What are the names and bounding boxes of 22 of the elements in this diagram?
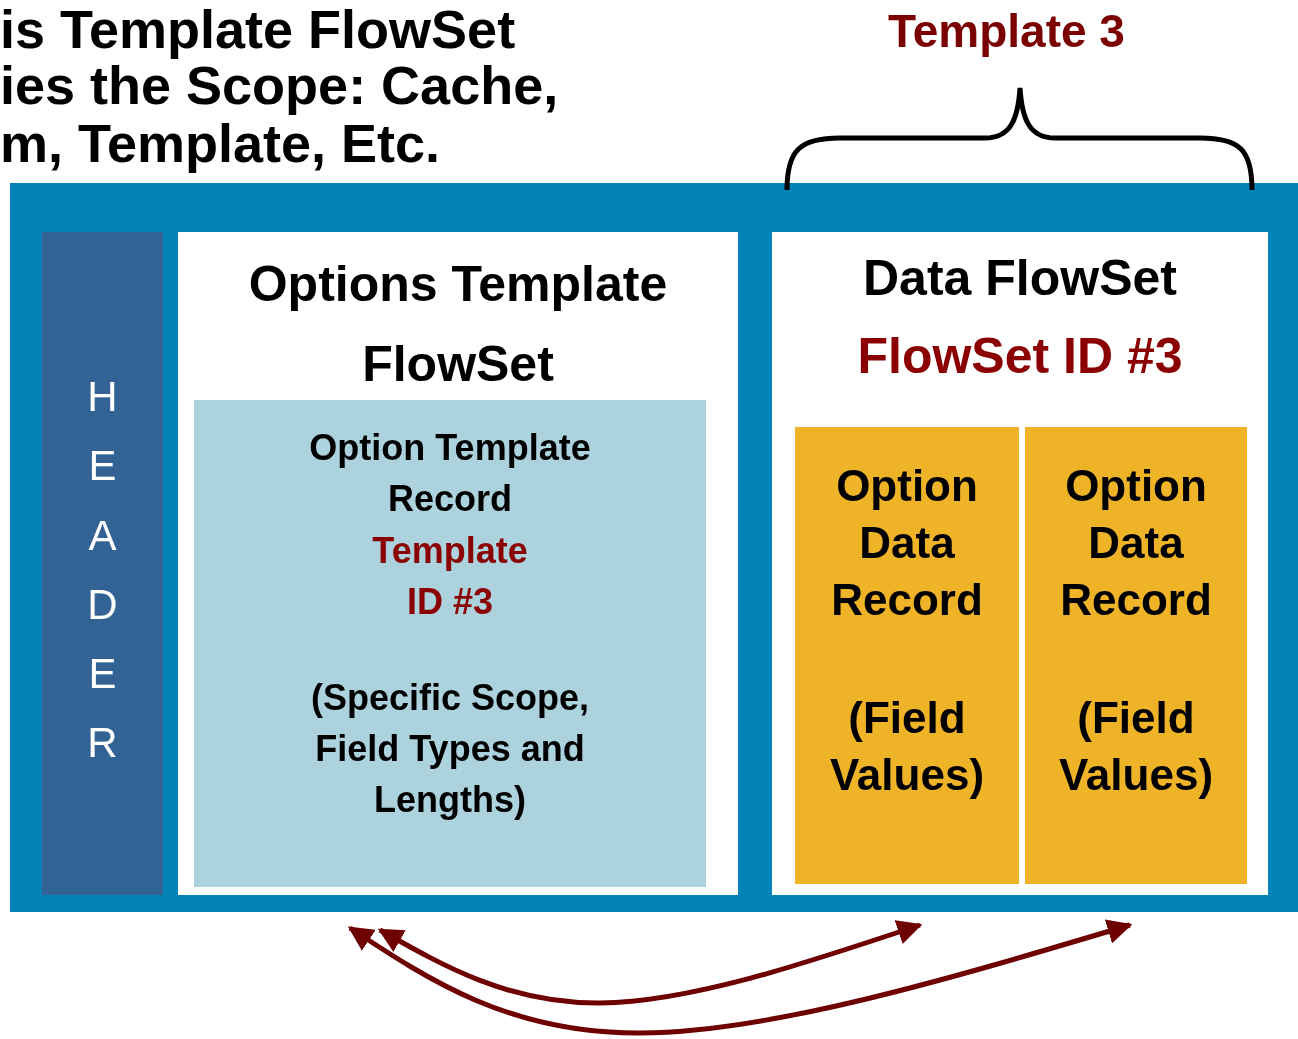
box-text: Data FlowSet — [862, 249, 1178, 308]
box-text: (Specific Scope, Field Types and Lengths) — [309, 676, 591, 823]
box-text: Option Data Record — [1059, 460, 1213, 627]
title-text: is Template FlowSet — [0, 0, 516, 60]
record-box — [795, 427, 1019, 884]
flowset-box — [178, 232, 738, 895]
flowset-box — [772, 232, 1268, 895]
box-text: Option Data Record — [830, 460, 984, 627]
record-box — [1025, 427, 1247, 884]
brace-label: Template 3 — [888, 4, 1125, 58]
box-text: FlowSet ID #3 — [856, 327, 1184, 386]
box-text: Option Template Record — [308, 426, 592, 522]
header-label: HEADER — [86, 372, 119, 769]
box-text: Options Template FlowSet — [247, 255, 669, 394]
box-text: (Field Values) — [1057, 692, 1215, 802]
box-text: (Field Values) — [828, 692, 986, 802]
double-arrow — [377, 920, 923, 1006]
header-band — [42, 232, 163, 895]
record-box — [194, 400, 706, 887]
flowset-frame — [10, 183, 1298, 912]
box-text: Template ID #3 — [371, 529, 529, 625]
double-arrow — [347, 919, 1133, 1036]
